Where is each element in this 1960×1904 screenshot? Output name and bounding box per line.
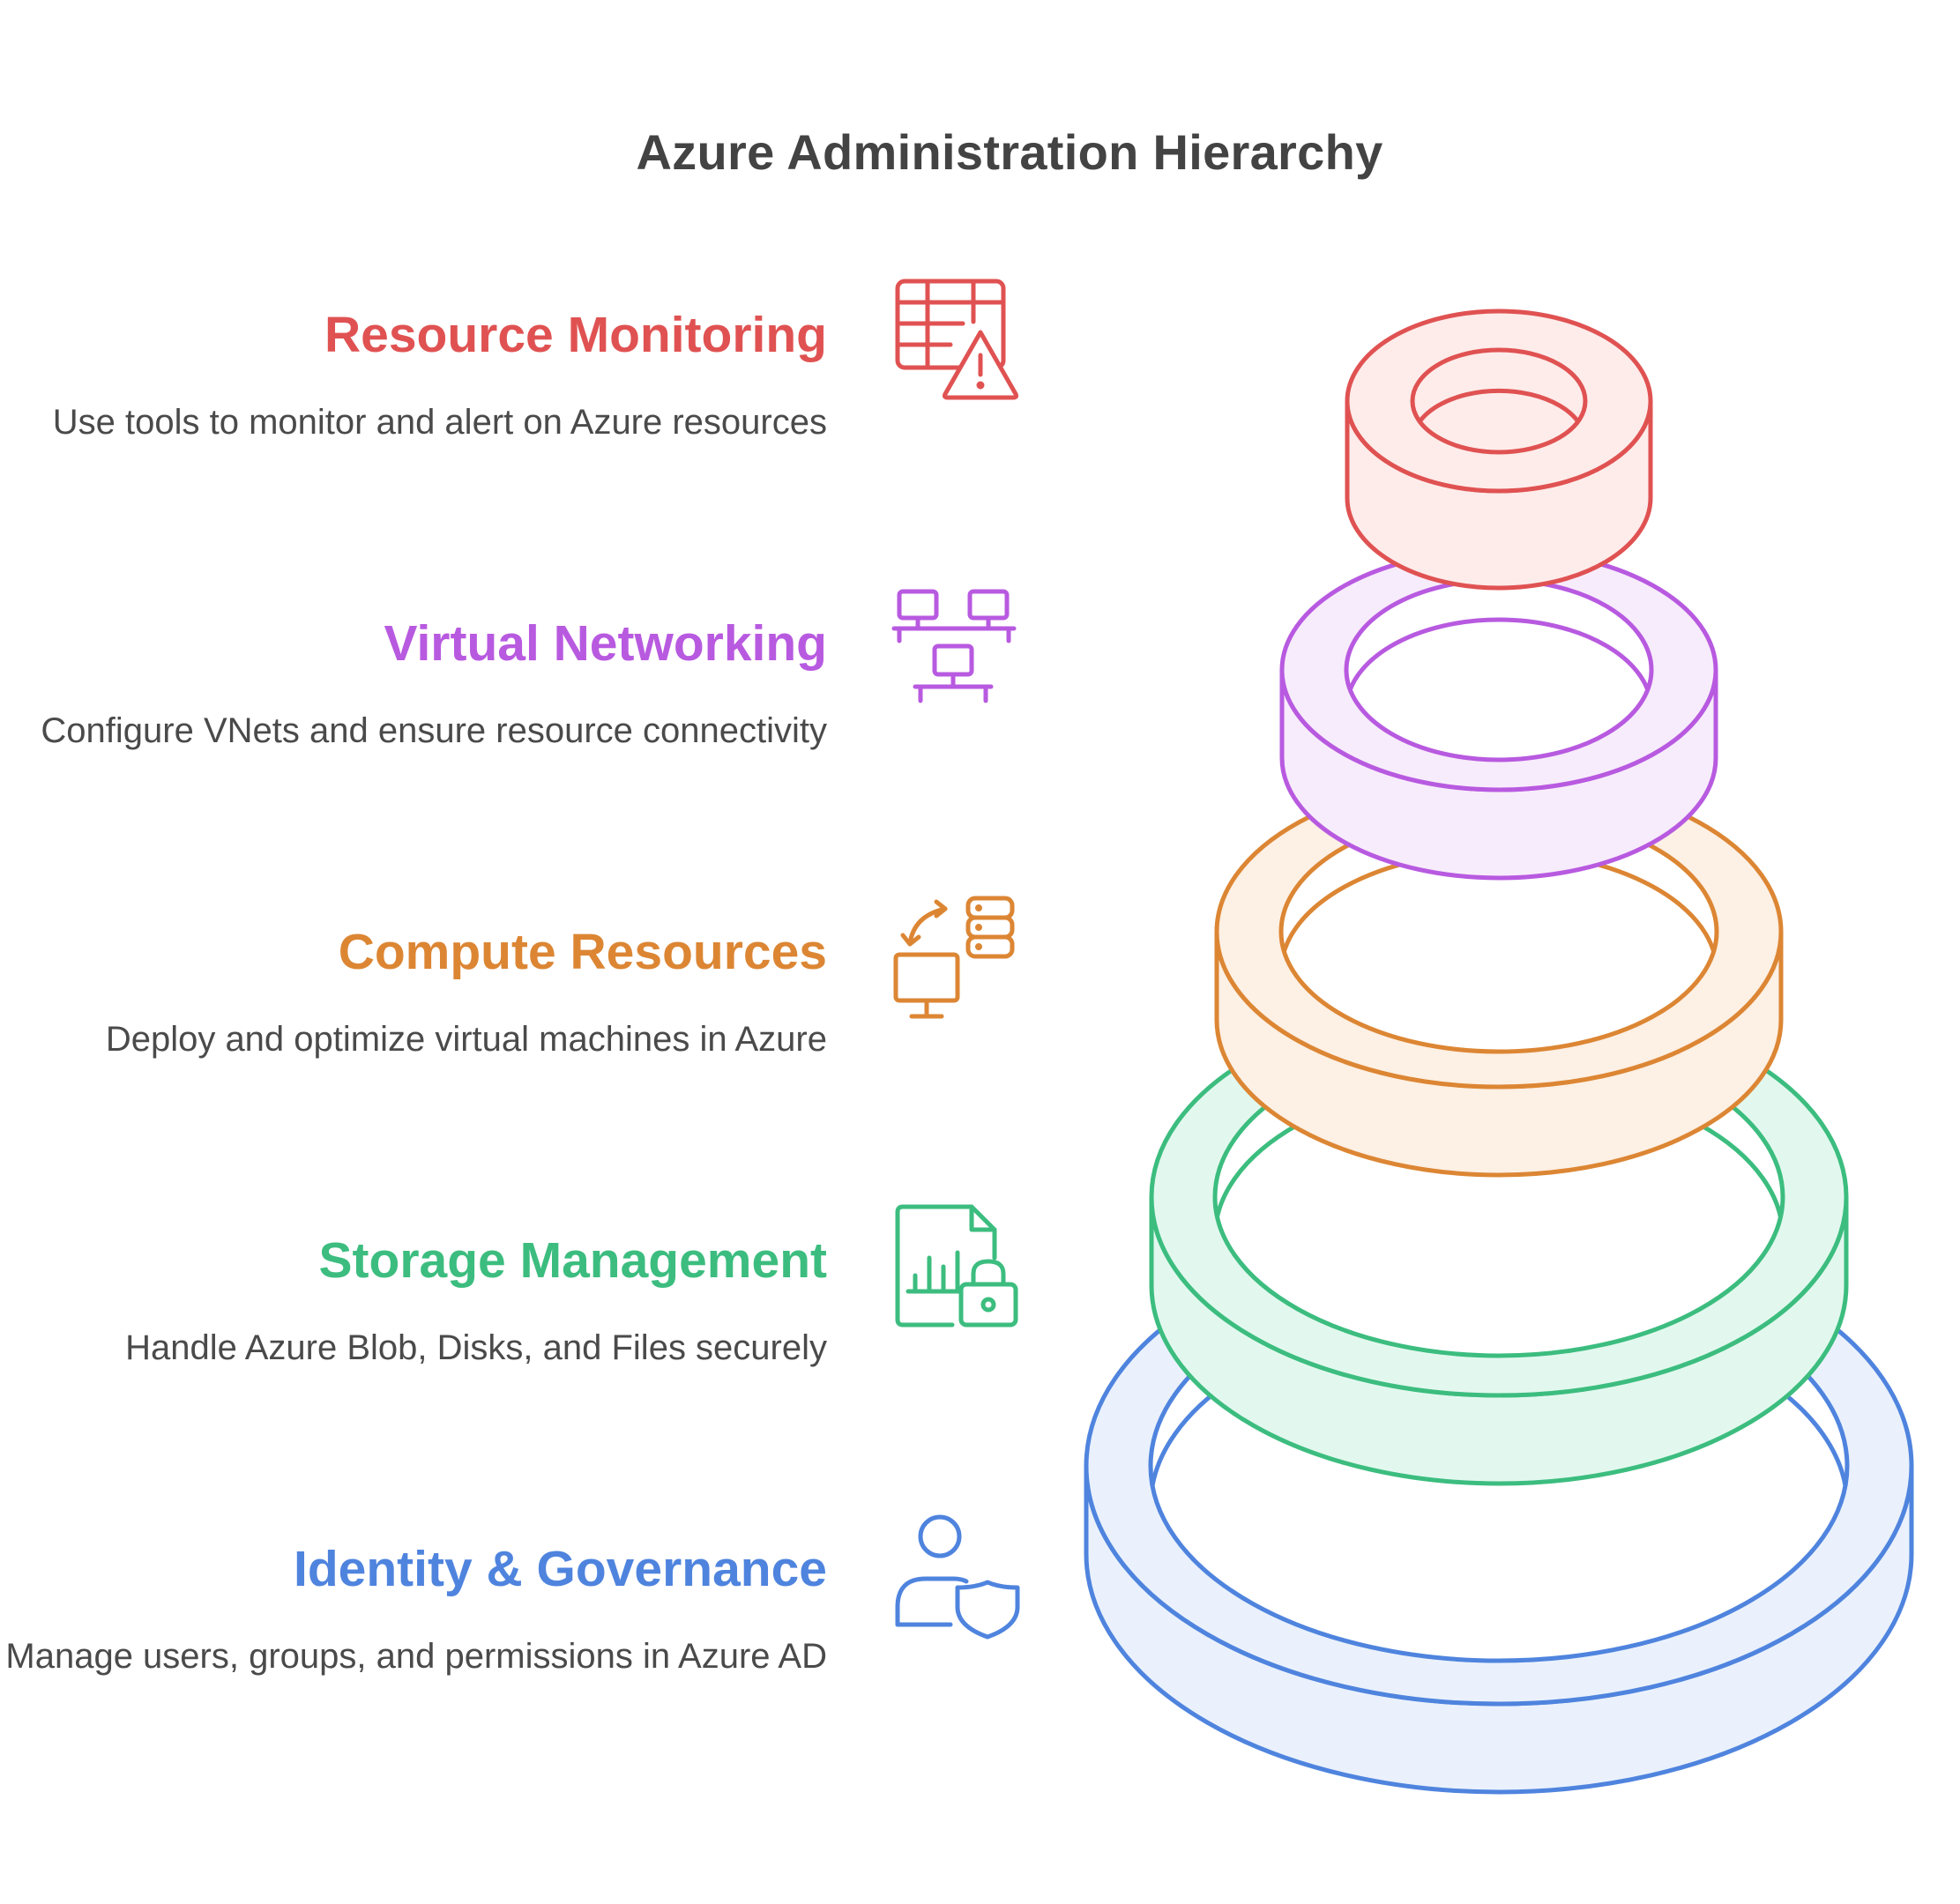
level-description: Deploy and optimize virtual machines in … [105,1020,827,1059]
network-computers-icon [891,586,1023,718]
level-compute-resources: Compute Resources Deploy and optimize vi… [0,921,827,1063]
level-title: Compute Resources [338,924,827,980]
level-virtual-networking: Virtual Networking Configure VNets and e… [0,613,827,755]
level-description: Manage users, groups, and permissions in… [5,1637,827,1676]
level-title: Resource Monitoring [324,307,827,363]
spreadsheet-warning-icon [891,278,1023,410]
secure-file-chart-icon [891,1203,1023,1335]
level-title: Identity & Governance [294,1541,827,1597]
level-title: Virtual Networking [384,615,827,672]
ring-compute-resources [1214,774,1784,1178]
level-resource-monitoring: Resource Monitoring Use tools to monitor… [0,304,827,446]
level-description: Handle Azure Blob, Disks, and Files secu… [125,1328,827,1367]
level-identity-governance: Identity & Governance Manage users, grou… [0,1538,827,1680]
diagram-title: Azure Administration Hierarchy [636,124,1383,180]
ring-virtual-networking [1279,547,1718,881]
computer-server-sync-icon [891,895,1023,1027]
ring-resource-monitoring [1345,309,1653,591]
level-description: Use tools to monitor and alert on Azure … [52,403,827,442]
level-title: Storage Management [318,1232,827,1289]
level-storage-management: Storage Management Handle Azure Blob, Di… [0,1230,827,1372]
user-shield-icon [891,1512,1023,1644]
level-description: Configure VNets and ensure resource conn… [41,711,827,750]
